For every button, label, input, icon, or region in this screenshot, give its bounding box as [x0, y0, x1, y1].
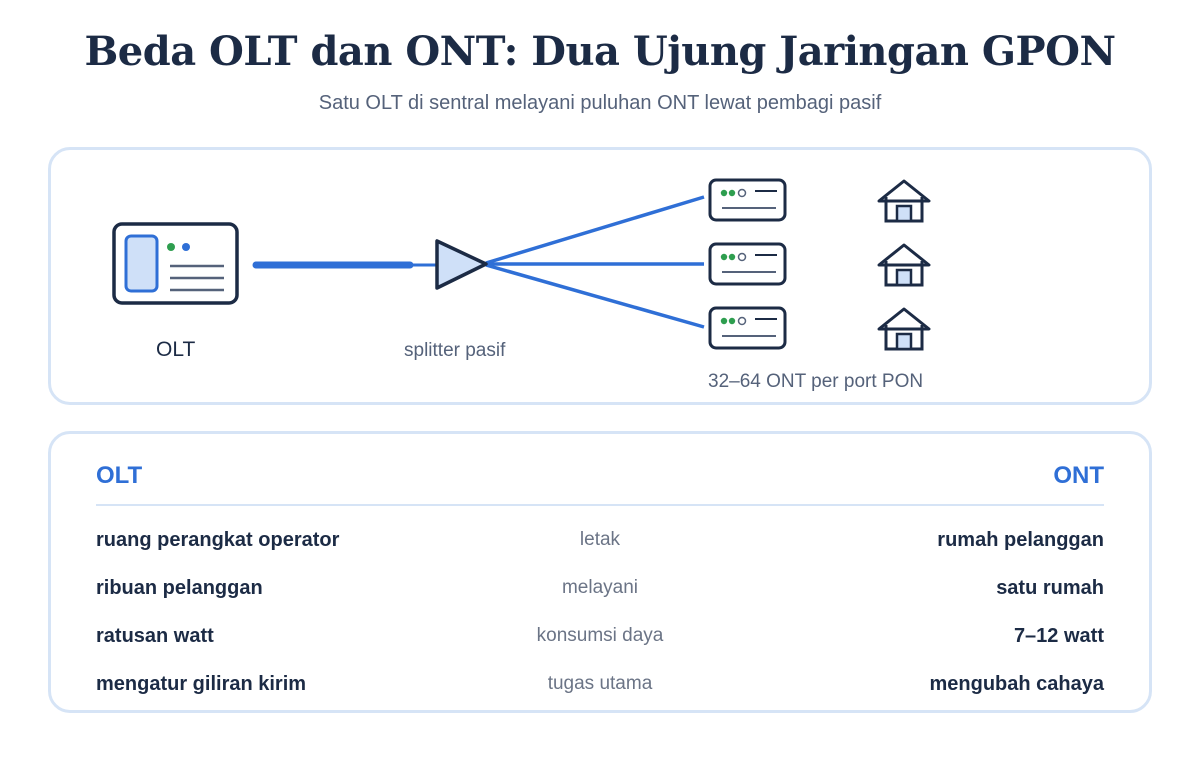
olt-value: mengatur giliran kirim: [96, 673, 307, 695]
ont-caption: 32–64 ONT per port PON: [708, 371, 924, 392]
page-title: Beda OLT dan ONT: Dua Ujung Jaringan GPO…: [84, 28, 1116, 75]
header-ont: ONT: [1053, 462, 1104, 489]
olt-value: ribuan pelanggan: [96, 577, 263, 599]
table-row: ratusan watt konsumsi daya 7–12 watt: [96, 625, 1104, 655]
drop-fiber-line: [485, 195, 705, 265]
olt-device-icon: [112, 222, 239, 305]
ont-value: 7–12 watt: [1013, 625, 1104, 647]
table-row: ruang perangkat operator letak rumah pel…: [96, 529, 1104, 559]
ont-device-icon: [708, 242, 787, 286]
olt-label: OLT: [156, 338, 196, 361]
ont-device-icon: [708, 306, 787, 350]
house-icon: [877, 179, 931, 223]
attribute-label: letak: [579, 529, 621, 550]
drop-fiber-line: [485, 263, 705, 329]
splitter-label: splitter pasif: [404, 340, 506, 361]
attribute-label: melayani: [561, 577, 639, 598]
comparison-table-header: OLT ONT: [96, 462, 1104, 506]
table-row: mengatur giliran kirim tugas utama mengu…: [96, 673, 1104, 703]
page-subtitle: Satu OLT di sentral melayani puluhan ONT…: [318, 92, 882, 114]
olt-value: ruang perangkat operator: [96, 529, 340, 551]
house-icon: [877, 307, 931, 351]
ont-value: rumah pelanggan: [937, 529, 1104, 551]
attribute-label: tugas utama: [547, 673, 653, 694]
ont-value: satu rumah: [996, 577, 1104, 599]
ont-value: mengubah cahaya: [929, 673, 1104, 695]
ont-device-icon: [708, 178, 787, 222]
comparison-panel: [48, 431, 1152, 713]
splitter-icon: [435, 239, 488, 290]
olt-value: ratusan watt: [96, 625, 214, 647]
attribute-label: konsumsi daya: [536, 625, 664, 646]
table-row: ribuan pelanggan melayani satu rumah: [96, 577, 1104, 607]
header-olt: OLT: [96, 462, 143, 489]
house-icon: [877, 243, 931, 287]
